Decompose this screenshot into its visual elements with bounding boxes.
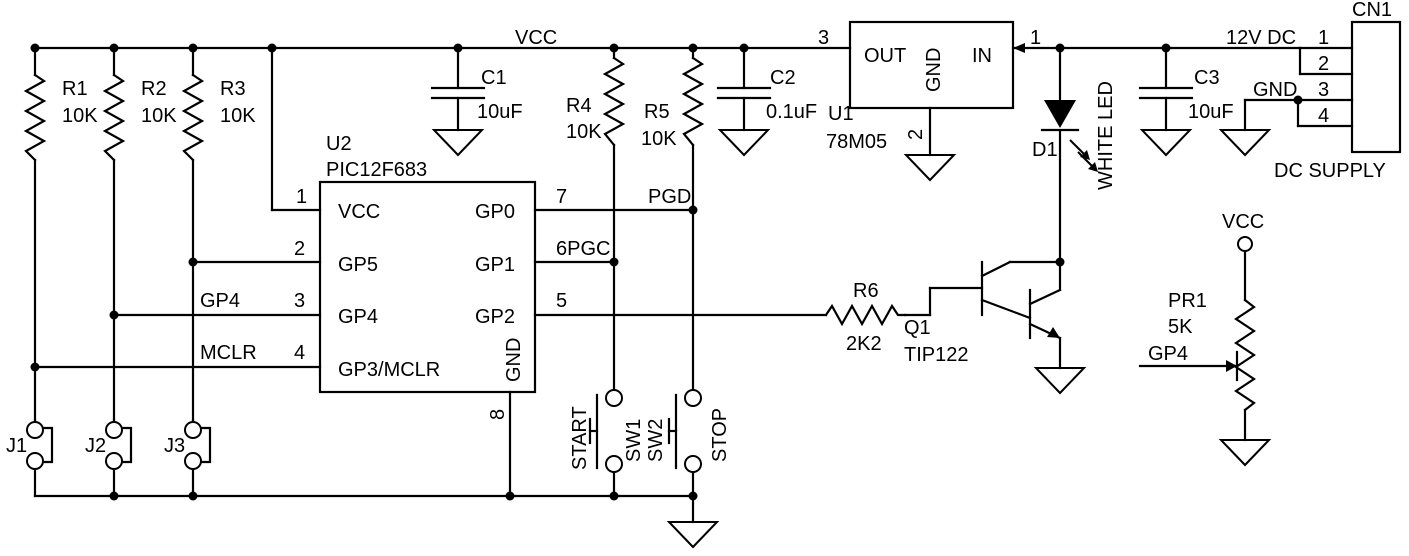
capacitor-c2: C2 0.1uF — [716, 67, 817, 123]
sw1-label: START — [569, 406, 591, 470]
mcu-pin3-name: GP4 — [338, 306, 378, 328]
c3-value: 10uF — [1188, 101, 1234, 123]
mcu-pin6-name: GP1 — [475, 254, 515, 276]
wires — [33, 46, 1354, 524]
mcu-pin3-num: 3 — [294, 290, 305, 312]
resistor-r2: R2 10K — [102, 73, 177, 162]
r4-ref: R4 — [566, 95, 592, 117]
switch-sw2[interactable]: SW2 STOP — [645, 389, 731, 473]
c2-ref: C2 — [770, 67, 796, 89]
reg-part: 78M05 — [826, 131, 887, 153]
reg-pin1: 1 — [1030, 27, 1041, 49]
junctions — [30, 43, 1303, 501]
mcu-pin2-name: GP5 — [338, 254, 378, 276]
r2-ref: R2 — [141, 78, 167, 100]
jumper-j1[interactable]: J1 — [6, 418, 54, 470]
pot-ref: PR1 — [1168, 290, 1207, 312]
led-ref: D1 — [1032, 139, 1058, 161]
cn1-pin1: 1 — [1318, 27, 1329, 49]
cn1-ref: CN1 — [1352, 0, 1392, 21]
mcu-part: PIC12F683 — [326, 159, 427, 181]
reg-in-label: IN — [972, 45, 992, 67]
ground-symbols — [431, 129, 1272, 549]
r6-value: 2K2 — [846, 333, 882, 355]
pot-value: 5K — [1168, 316, 1193, 338]
mcu-pin1-num: 1 — [296, 186, 307, 208]
mcu-pin7-num: 7 — [556, 186, 567, 208]
q1-ref: Q1 — [904, 317, 931, 339]
resistor-r3: R3 10K — [181, 73, 256, 162]
mcu-pin8-num: 8 — [487, 409, 509, 420]
resistor-r6: R6 2K2 — [824, 280, 907, 355]
r2-value: 10K — [141, 105, 177, 127]
resistor-r4: R4 10K — [566, 56, 626, 147]
c1-value: 10uF — [477, 101, 523, 123]
r1-value: 10K — [62, 105, 98, 127]
gp4-net-label: GP4 — [200, 290, 240, 312]
potentiometer-pr1: VCC PR1 5K GP4 — [1148, 211, 1264, 412]
mcu-u2: U2 PIC12F683 1 VCC 2 GP5 3 GP4 4 GP3/MCL… — [294, 133, 567, 420]
pot-wiper-label: GP4 — [1148, 343, 1188, 365]
led-d1: D1 WHITE LED — [1032, 81, 1117, 190]
cn1-pin2: 2 — [1318, 53, 1329, 75]
cn1-label: DC SUPPLY — [1274, 160, 1386, 182]
r5-ref: R5 — [644, 101, 670, 123]
capacitor-c1: C1 10uF — [430, 67, 523, 123]
v12-net-label: 12V DC — [1226, 27, 1296, 49]
gnd-net-label: GND — [1253, 79, 1297, 101]
j3-label: J3 — [164, 435, 185, 457]
pgc-net-label: 6PGC — [556, 238, 610, 260]
resistor-r1: R1 10K — [23, 73, 98, 162]
reg-pin2: 2 — [905, 129, 927, 140]
r4-value: 10K — [566, 121, 602, 143]
vcc-net-label: VCC — [515, 27, 557, 49]
r1-ref: R1 — [62, 78, 88, 100]
sw1-ref: SW1 — [623, 419, 645, 462]
c3-ref: C3 — [1194, 67, 1220, 89]
mcu-pin4-num: 4 — [294, 342, 305, 364]
resistor-r5: R5 10K — [641, 56, 705, 150]
reg-ref: U1 — [828, 103, 854, 125]
r3-ref: R3 — [220, 78, 246, 100]
mclr-net-label: MCLR — [200, 342, 257, 364]
jumper-j3[interactable]: J3 — [164, 418, 212, 470]
regulator-u1: OUT IN GND 3 1 2 U1 78M05 — [818, 20, 1041, 153]
j2-label: J2 — [85, 435, 106, 457]
mcu-pin5-num: 5 — [556, 290, 567, 312]
cn1-pin3: 3 — [1318, 79, 1329, 101]
mcu-ref: U2 — [326, 133, 352, 155]
reg-pin3: 3 — [818, 27, 829, 49]
mcu-pin7-name: GP0 — [475, 201, 515, 223]
c1-ref: C1 — [481, 67, 507, 89]
pgd-net-label: PGD — [648, 186, 691, 208]
reg-gnd-label: GND — [923, 48, 945, 92]
sw2-label: STOP — [709, 408, 731, 462]
reg-out-label: OUT — [864, 45, 906, 67]
mcu-pin5-name: GP2 — [475, 306, 515, 328]
connector-cn1: CN1 1 2 3 4 DC SUPPLY — [1274, 0, 1402, 182]
cn1-pin4: 4 — [1318, 105, 1329, 127]
led-label: WHITE LED — [1095, 81, 1117, 190]
mcu-pin2-num: 2 — [294, 238, 305, 260]
jumper-j2[interactable]: J2 — [85, 418, 133, 470]
transistor-q1: Q1 TIP122 — [904, 260, 1062, 366]
r6-ref: R6 — [853, 280, 879, 302]
capacitor-c3: C3 10uF — [1138, 67, 1234, 123]
sw2-ref: SW2 — [645, 419, 667, 462]
mcu-pin1-name: VCC — [338, 201, 380, 223]
q1-part: TIP122 — [904, 344, 968, 366]
switch-sw1[interactable]: START SW1 — [569, 389, 645, 473]
r3-value: 10K — [220, 105, 256, 127]
j1-label: J1 — [6, 435, 27, 457]
r5-value: 10K — [641, 128, 677, 150]
c2-value: 0.1uF — [766, 101, 817, 123]
pot-vcc-label: VCC — [1222, 211, 1264, 233]
mcu-gnd-name: GND — [503, 338, 525, 382]
mcu-pin4-name: GP3/MCLR — [338, 359, 440, 381]
